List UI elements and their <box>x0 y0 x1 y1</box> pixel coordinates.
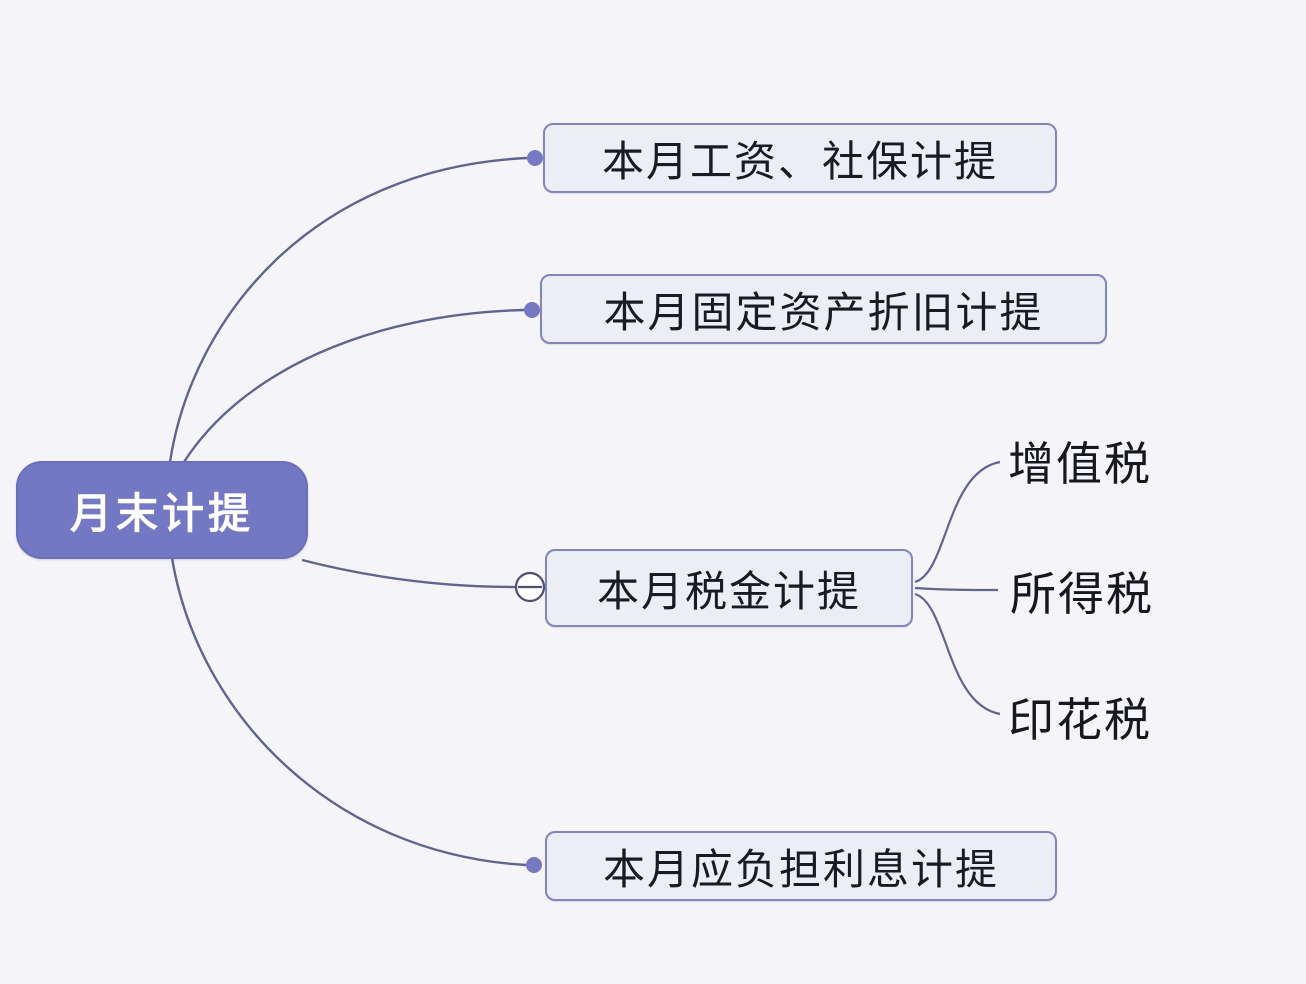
leaf-node-stamp-tax[interactable]: 印花税 <box>1008 690 1152 747</box>
leaf-node-label: 增值税 <box>1008 437 1152 491</box>
leaf-node-label: 印花税 <box>1008 693 1152 747</box>
connector-root-branch3 <box>301 558 517 589</box>
connector-root-branch2 <box>182 308 525 463</box>
branch-node-tax-accrual[interactable]: 本月税金计提 <box>545 549 913 627</box>
branch-node-label: 本月应负担利息计提 <box>602 844 999 894</box>
connection-dot-branch4 <box>526 857 542 873</box>
connector-root-branch1 <box>168 156 528 463</box>
branch-node-salary-social-accrual[interactable]: 本月工资、社保计提 <box>543 123 1057 193</box>
connector-branch3-child3 <box>914 592 1001 716</box>
root-node[interactable]: 月末计提 <box>16 461 308 559</box>
connection-dot-branch2 <box>524 302 540 318</box>
branch-node-interest-accrual[interactable]: 本月应负担利息计提 <box>545 831 1057 901</box>
branch-node-label: 本月工资、社保计提 <box>601 136 998 186</box>
branch-node-label: 本月固定资产折旧计提 <box>603 287 1044 337</box>
leaf-node-income-tax[interactable]: 所得税 <box>1010 564 1154 621</box>
connector-branch3-child2 <box>914 586 999 592</box>
connector-root-branch4 <box>170 557 527 867</box>
branch-node-depreciation-accrual[interactable]: 本月固定资产折旧计提 <box>540 274 1107 344</box>
branch-node-label: 本月税金计提 <box>596 566 861 616</box>
leaf-node-label: 所得税 <box>1010 567 1154 621</box>
connection-dot-branch1 <box>527 150 543 166</box>
connector-branch3-child1 <box>914 460 1001 584</box>
root-node-label: 月末计提 <box>69 488 254 538</box>
collapse-toggle-icon[interactable] <box>514 571 546 603</box>
leaf-node-vat[interactable]: 增值税 <box>1008 434 1152 491</box>
